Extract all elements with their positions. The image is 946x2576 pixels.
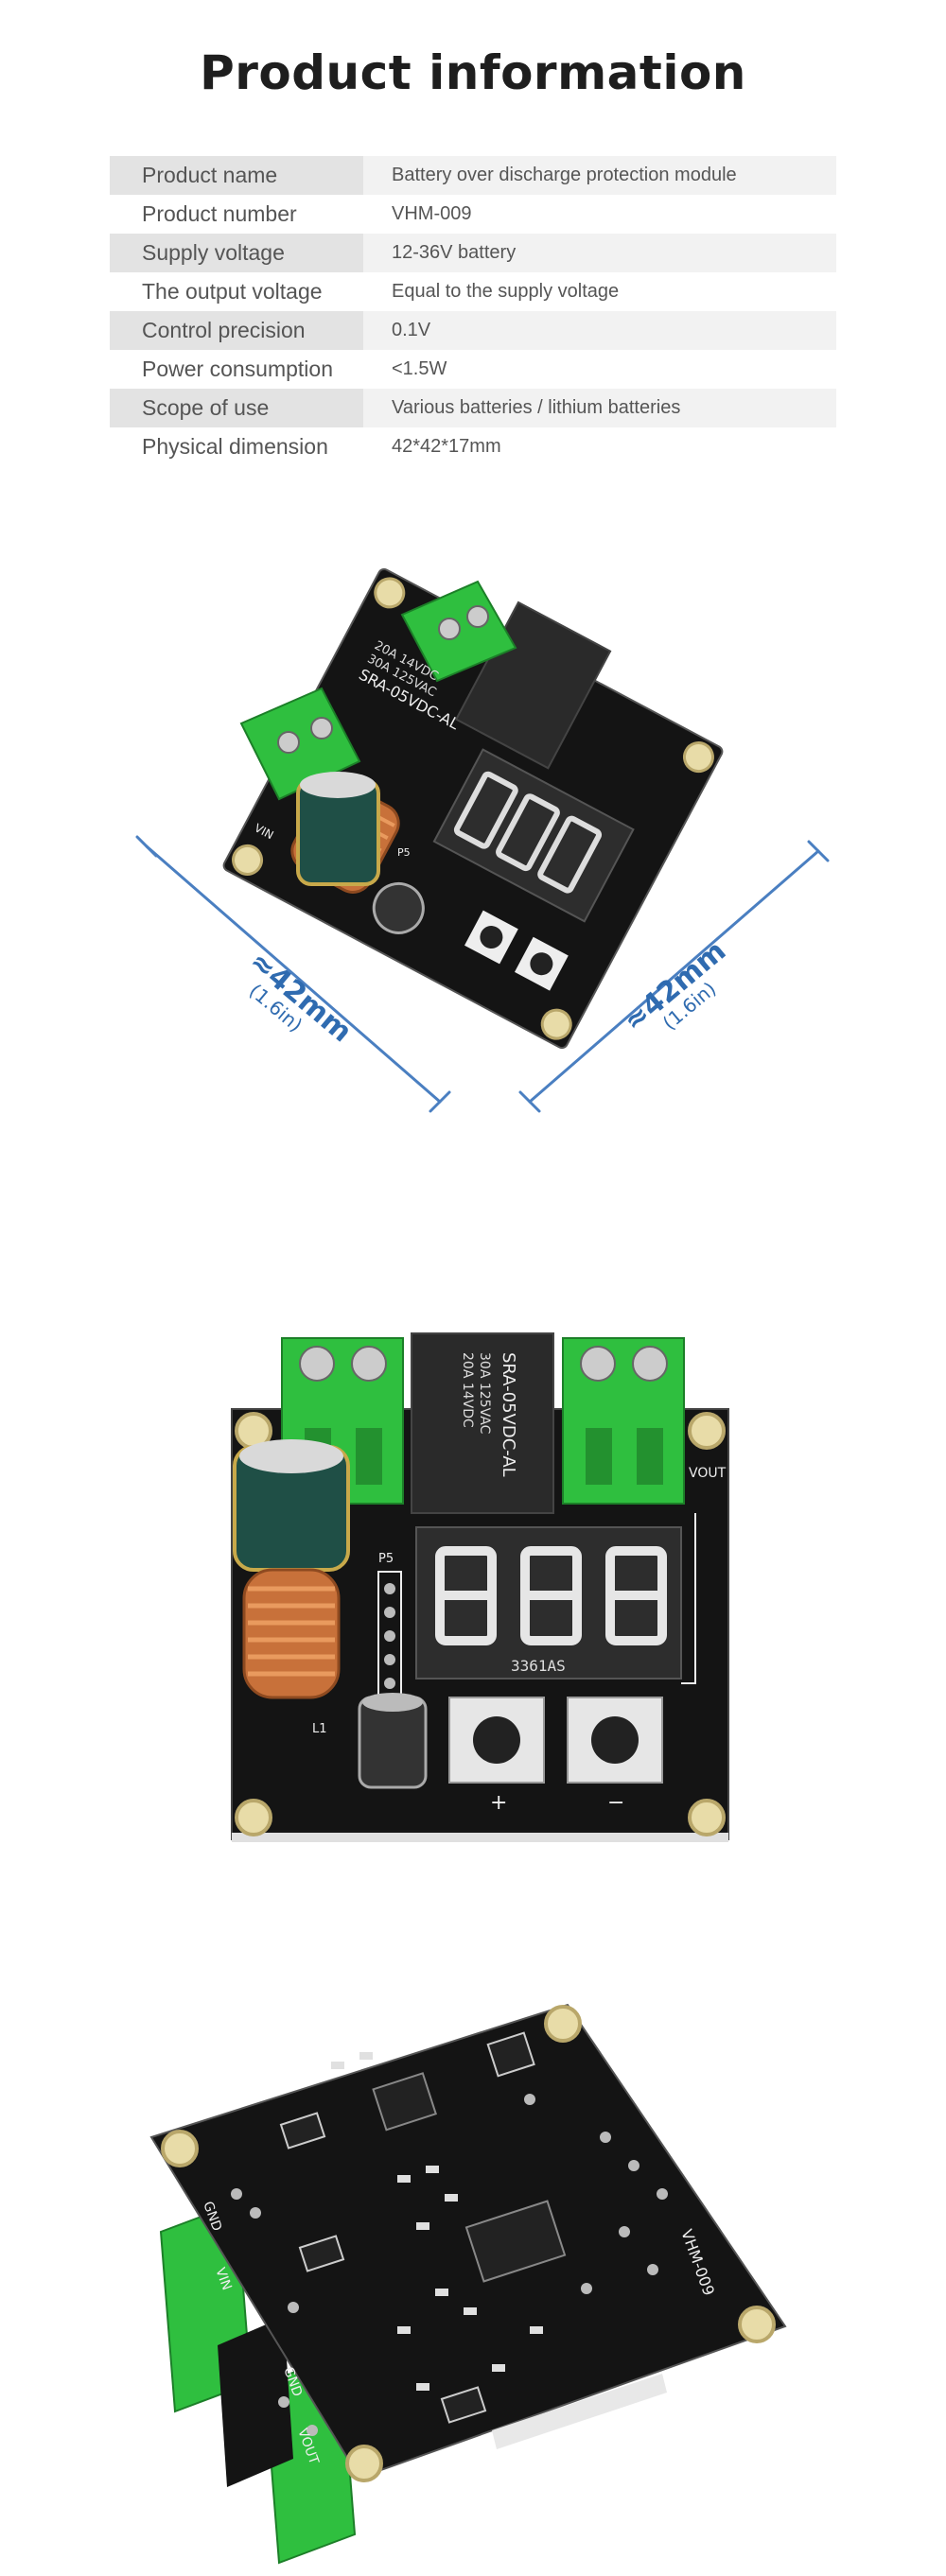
spec-row: Control precision 0.1V [110,311,836,350]
display-part-code: 3361AS [511,1657,566,1675]
spec-key: Control precision [110,311,363,350]
product-photo-bottom: GND VIN GND VOUT VHM-009 [0,1986,946,2572]
terminal-block-top [400,580,517,683]
spec-value: Various batteries / lithium batteries [363,389,836,427]
spec-row: Power consumption <1.5W [110,350,836,389]
product-photo-angled: 20A 14VDC 30A 125VAC SRA-05VDC-AL VIN P5… [0,530,946,1154]
terminal-block-right [562,1337,685,1505]
spec-key: Scope of use [110,389,363,427]
relay: 20A 14VDC 30A 125VAC SRA-05VDC-AL [411,1332,554,1514]
pcb-label-p5: P5 [378,1552,394,1566]
spec-value: 42*42*17mm [392,436,501,457]
relay-model: SRA-05VDC-AL [499,1352,518,1477]
pcb-label-p5: P5 [397,846,411,859]
spec-key: Product name [110,156,363,195]
terminal-block-left [239,687,361,801]
spec-key: The output voltage [142,279,323,304]
spec-value: Battery over discharge protection module [363,156,836,195]
button-plus: + [448,1697,545,1815]
spec-value: 12-36V battery [363,234,836,272]
pcb-label-vout: VOUT [689,1466,727,1481]
relay-rating-2: 30A 125VAC [477,1352,492,1435]
spec-table: Product name Battery over discharge prot… [110,156,836,466]
spec-key: Product number [142,201,297,226]
spec-value: VHM-009 [392,203,472,224]
spec-row: Product name Battery over discharge prot… [110,156,836,195]
product-photo-top: 20A 14VDC 30A 125VAC SRA-05VDC-AL VOUT [0,1314,946,1882]
pcb-label-l1: L1 [312,1722,327,1736]
spec-value: <1.5W [392,358,447,379]
electrolytic-capacitor [233,1439,350,1572]
spec-key: Power consumption [142,357,333,381]
button-plus-label: + [490,1791,507,1815]
page-title: Product information [200,45,746,100]
dimension-line-left [135,835,451,1113]
spec-row: Physical dimension 42*42*17mm [110,427,836,466]
spec-key: Supply voltage [110,234,363,272]
electrolytic-capacitor [296,772,380,886]
button-minus: − [567,1697,663,1815]
small-capacitor [358,1693,428,1789]
spec-row: Supply voltage 12-36V battery [110,234,836,272]
spec-key: Physical dimension [142,434,328,459]
inductor-coil [242,1568,341,1699]
spec-row: Scope of use Various batteries / lithium… [110,389,836,427]
spec-value: 0.1V [363,311,836,350]
dimension-line-right [518,840,830,1113]
button-minus-label: − [607,1791,624,1815]
spec-row: Product number VHM-009 [110,195,836,234]
spec-value: Equal to the supply voltage [392,281,620,302]
seven-segment-display: 3361AS [415,1526,682,1680]
relay-rating-1: 20A 14VDC [460,1352,475,1428]
pcb-label-vin: VIN [212,2266,234,2292]
spec-row: The output voltage Equal to the supply v… [110,272,836,311]
